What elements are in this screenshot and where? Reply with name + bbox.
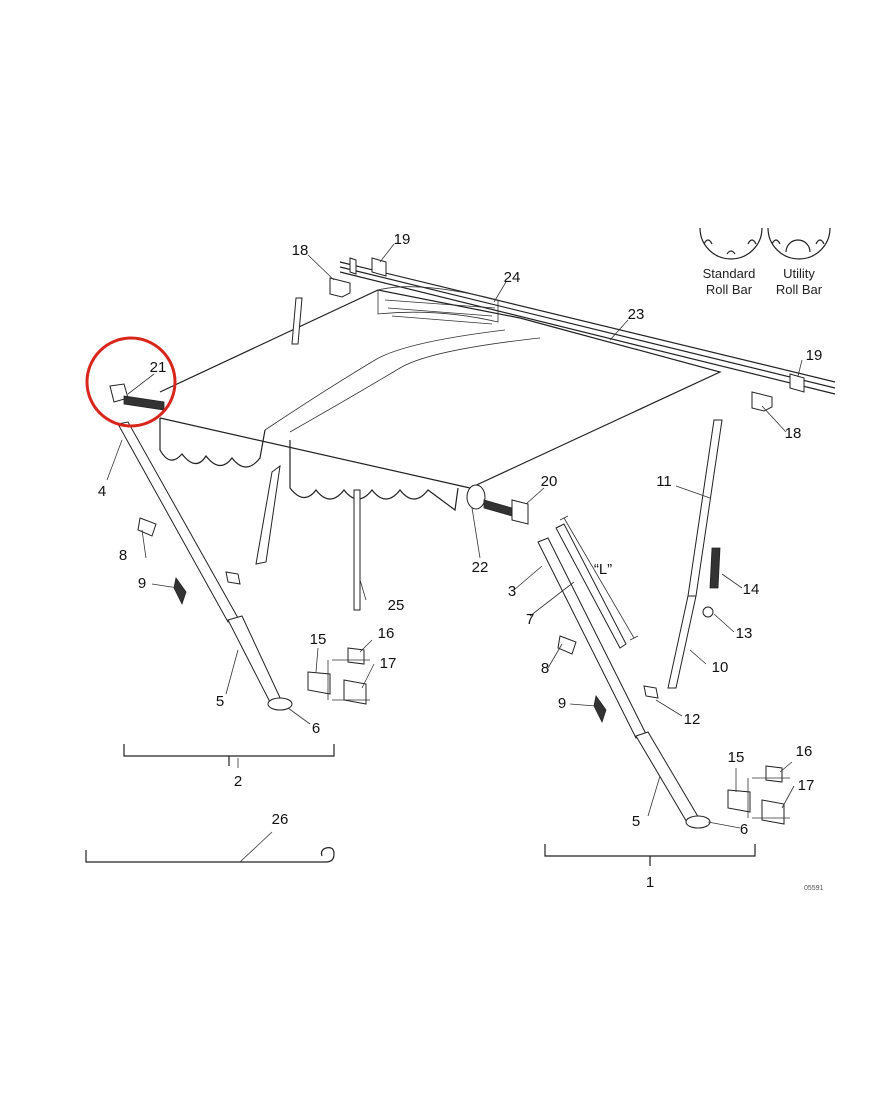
- dimension-l-label: “L”: [594, 561, 612, 578]
- awning-rail: [339, 257, 836, 395]
- callout-12: 12: [684, 711, 701, 728]
- callout-15-right: 15: [728, 749, 745, 766]
- drawing-code: 05591: [804, 885, 824, 892]
- pull-rod: [85, 847, 335, 863]
- highlight-circle: [85, 336, 177, 428]
- left-fabric-clip: [225, 571, 241, 585]
- callout-5-right: 5: [632, 813, 640, 830]
- utility-roll-bar-profile: [767, 227, 831, 260]
- callout-18-left: 18: [292, 242, 309, 259]
- right-main-arm: [537, 537, 711, 829]
- callout-5-left: 5: [216, 693, 224, 710]
- roll-bar-profile-legend: Standard Roll Bar Utility Roll Bar: [699, 227, 831, 297]
- utility-roll-bar-caption-2: Roll Bar: [776, 282, 823, 297]
- callout-20: 20: [541, 473, 558, 490]
- rail-bracket-left: [329, 277, 351, 298]
- standard-roll-bar-caption-1: Standard: [703, 266, 756, 281]
- left-wall-bracket: [307, 647, 370, 705]
- callout-9-left: 9: [138, 575, 146, 592]
- rail-bracket-right: [751, 391, 773, 412]
- right-fabric-clip: [643, 685, 659, 699]
- callout-7: 7: [526, 611, 534, 628]
- callout-6-left: 6: [312, 720, 320, 737]
- callout-17-right: 17: [798, 777, 815, 794]
- callout-25: 25: [388, 597, 405, 614]
- callout-13: 13: [736, 625, 753, 642]
- callout-3: 3: [508, 583, 516, 600]
- callout-8-left: 8: [119, 547, 127, 564]
- callout-17-left: 17: [380, 655, 397, 672]
- standard-roll-bar-profile: [699, 227, 763, 260]
- callout-9-right: 9: [558, 695, 566, 712]
- right-lever-hardware: [555, 523, 721, 724]
- callout-4: 4: [98, 483, 106, 500]
- roller-tube-right-end: [466, 484, 529, 525]
- callout-2: 2: [234, 773, 242, 790]
- callout-19-right: 19: [806, 347, 823, 364]
- callout-numbers: 1 2 3 4 5 5 6 6 7 8 8 9 9 10 11 12 13 14…: [98, 231, 823, 891]
- left-rafter-arm: [255, 297, 303, 565]
- dimension-l: “L”: [559, 515, 639, 641]
- callout-8-right: 8: [541, 660, 549, 677]
- callout-15-left: 15: [310, 631, 327, 648]
- callout-10: 10: [712, 659, 729, 676]
- callout-6-right: 6: [740, 821, 748, 838]
- callout-22: 22: [472, 559, 489, 576]
- callout-18-right: 18: [785, 425, 802, 442]
- callout-26: 26: [272, 811, 289, 828]
- utility-roll-bar-caption-1: Utility: [783, 266, 815, 281]
- awning-fabric: [159, 286, 722, 512]
- pull-strap: [353, 489, 361, 611]
- callout-21: 21: [150, 359, 167, 376]
- assembly-bracket-1: [544, 844, 756, 866]
- callout-16-left: 16: [378, 625, 395, 642]
- callout-leaders: [106, 243, 803, 863]
- callout-1: 1: [646, 874, 654, 891]
- left-main-arm: [117, 421, 293, 711]
- callout-14: 14: [743, 581, 760, 598]
- callout-16-right: 16: [796, 743, 813, 760]
- callout-11: 11: [656, 473, 672, 490]
- roller-tube-left-end: [109, 383, 165, 411]
- callout-19-left: 19: [394, 231, 411, 248]
- standard-roll-bar-caption-2: Roll Bar: [706, 282, 753, 297]
- callout-24: 24: [504, 269, 521, 286]
- right-wall-bracket: [727, 765, 790, 825]
- assembly-bracket-2: [123, 744, 335, 766]
- right-rafter-arm: [667, 419, 723, 689]
- callout-23: 23: [628, 306, 645, 323]
